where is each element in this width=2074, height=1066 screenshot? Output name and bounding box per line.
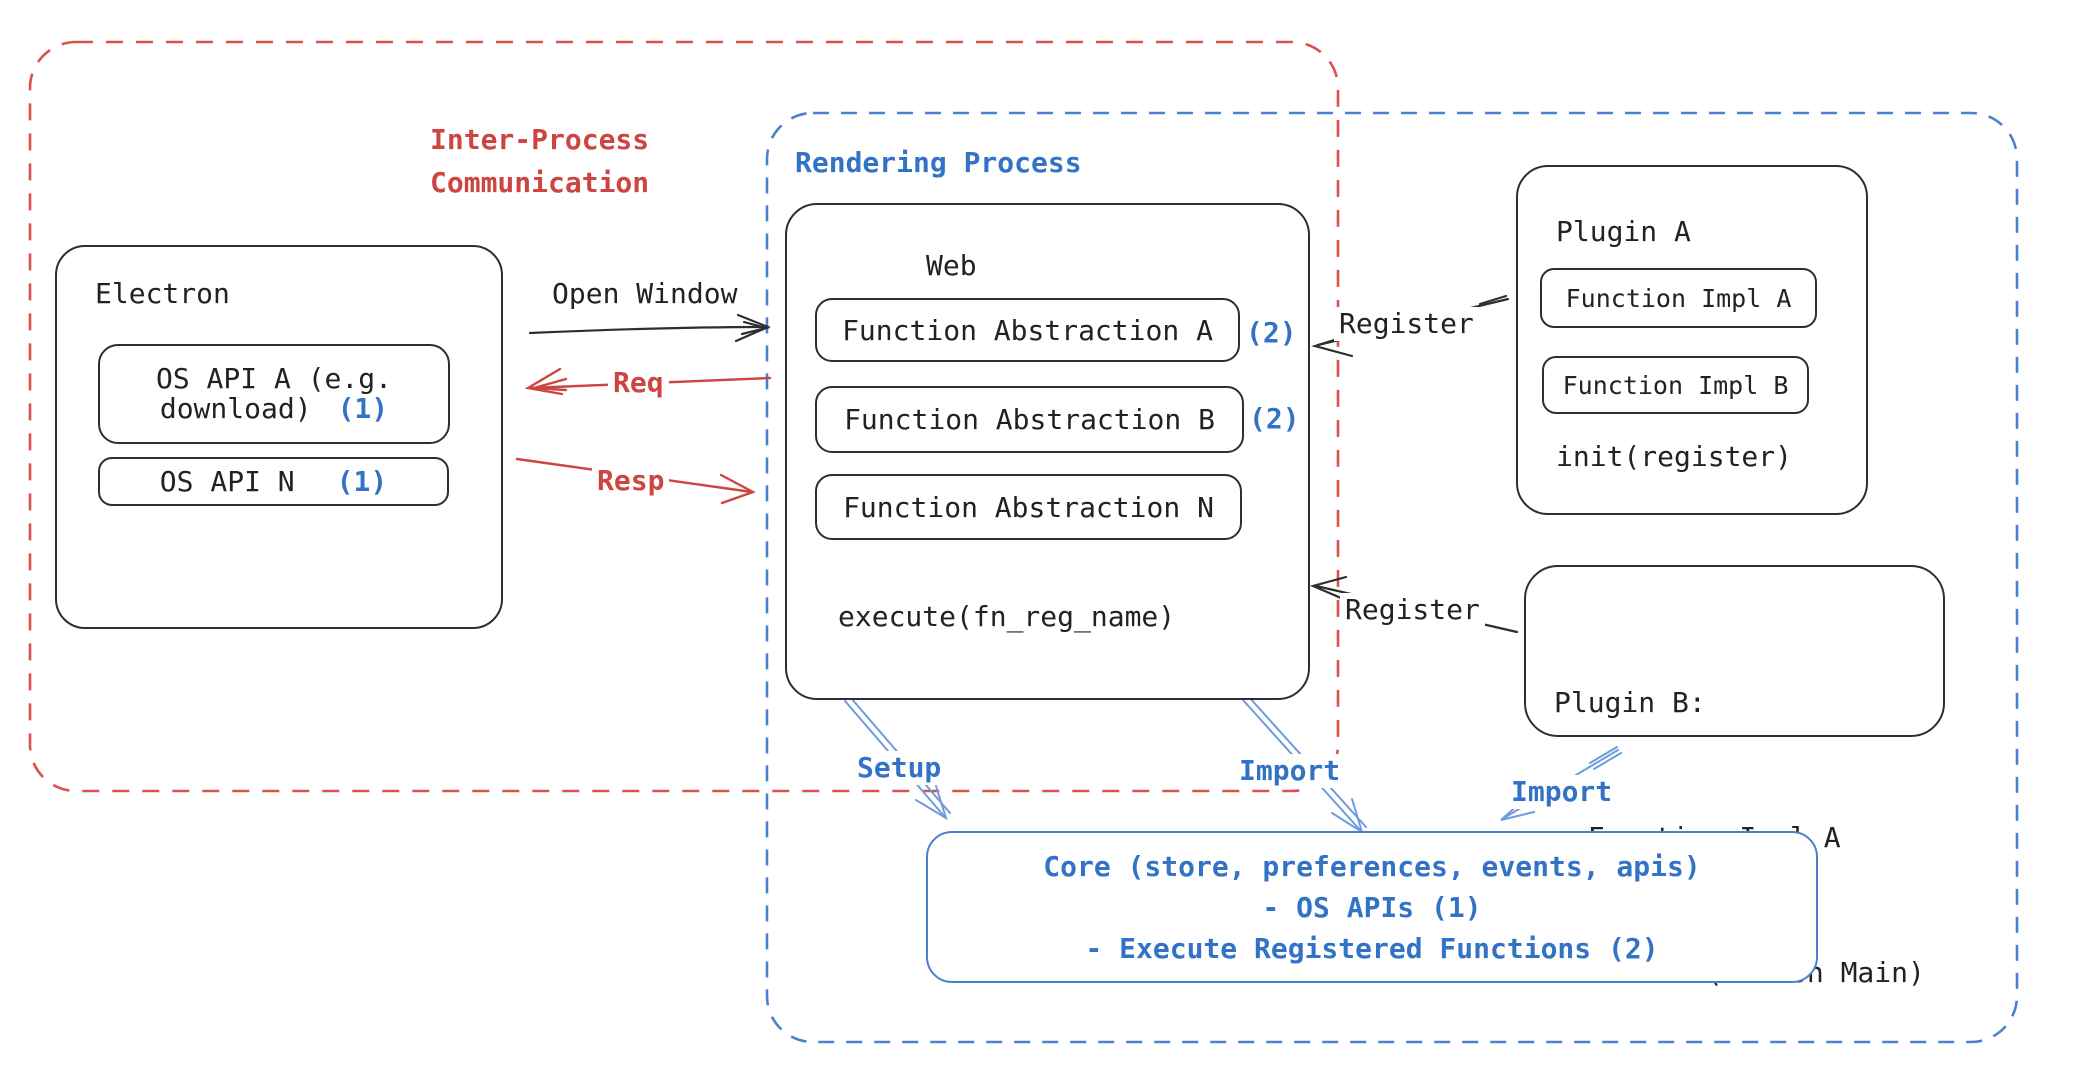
plugin-b-box (1524, 565, 1945, 737)
os-api-a-line2: download)(1) (159, 392, 389, 425)
register-plugin-b-label: Register (1340, 593, 1485, 627)
fn-abstraction-n-box: Function Abstraction N (815, 474, 1242, 540)
fn-abstraction-a-ref: (2) (1246, 316, 1297, 349)
core-line2: - OS APIs (1) (1262, 891, 1482, 924)
plugin-a-box (1516, 165, 1868, 515)
plugin-b-text: Plugin B: - Function Impl A - Module (ru… (1554, 590, 1925, 1066)
os-api-n-box: OS API N (1) (98, 457, 449, 506)
os-api-a-line1: OS API A (e.g. (155, 362, 392, 395)
fn-abstraction-b-box: Function Abstraction B (815, 386, 1244, 453)
core-line3: - Execute Registered Functions (2) (1085, 932, 1659, 965)
import-plugin-core-label: Import (1506, 775, 1618, 809)
os-api-n-ref: (1) (336, 465, 388, 498)
fn-impl-b-box: Function Impl B (1542, 356, 1809, 414)
plugin-a-title: Plugin A (1556, 215, 1691, 248)
resp-label: Resp (592, 464, 670, 498)
ipc-group-title: Inter-Process Communication (430, 123, 650, 199)
execute-label: execute(fn_reg_name) (838, 600, 1176, 633)
core-box (926, 831, 1818, 983)
os-api-a-box: OS API A (e.g. download)(1) (98, 344, 450, 444)
open-window-arrow (528, 313, 771, 343)
plugin-a-init-label: init(register) (1556, 440, 1793, 473)
fn-abstraction-b-ref: (2) (1249, 402, 1300, 435)
fn-impl-a-box: Function Impl A (1540, 268, 1817, 328)
open-window-label: Open Window (552, 277, 738, 310)
electron-title: Electron (95, 277, 230, 310)
rendering-group-title: Rendering Process (795, 146, 1082, 179)
web-title: Web (926, 249, 977, 282)
register-plugin-a-label: Register (1334, 307, 1479, 341)
import-web-core-label: Import (1234, 754, 1346, 788)
core-text: Core (store, preferences, events, apis) … (926, 846, 1818, 969)
os-api-n-label: OS API N (159, 465, 295, 498)
os-api-a-ref: (1) (337, 392, 389, 425)
setup-label: Setup (852, 751, 947, 785)
core-line1: Core (store, preferences, events, apis) (1043, 850, 1701, 883)
fn-abstraction-a-box: Function Abstraction A (815, 298, 1240, 362)
req-label: Req (608, 366, 669, 400)
plugin-b-line1: Plugin B: (1554, 686, 1706, 719)
